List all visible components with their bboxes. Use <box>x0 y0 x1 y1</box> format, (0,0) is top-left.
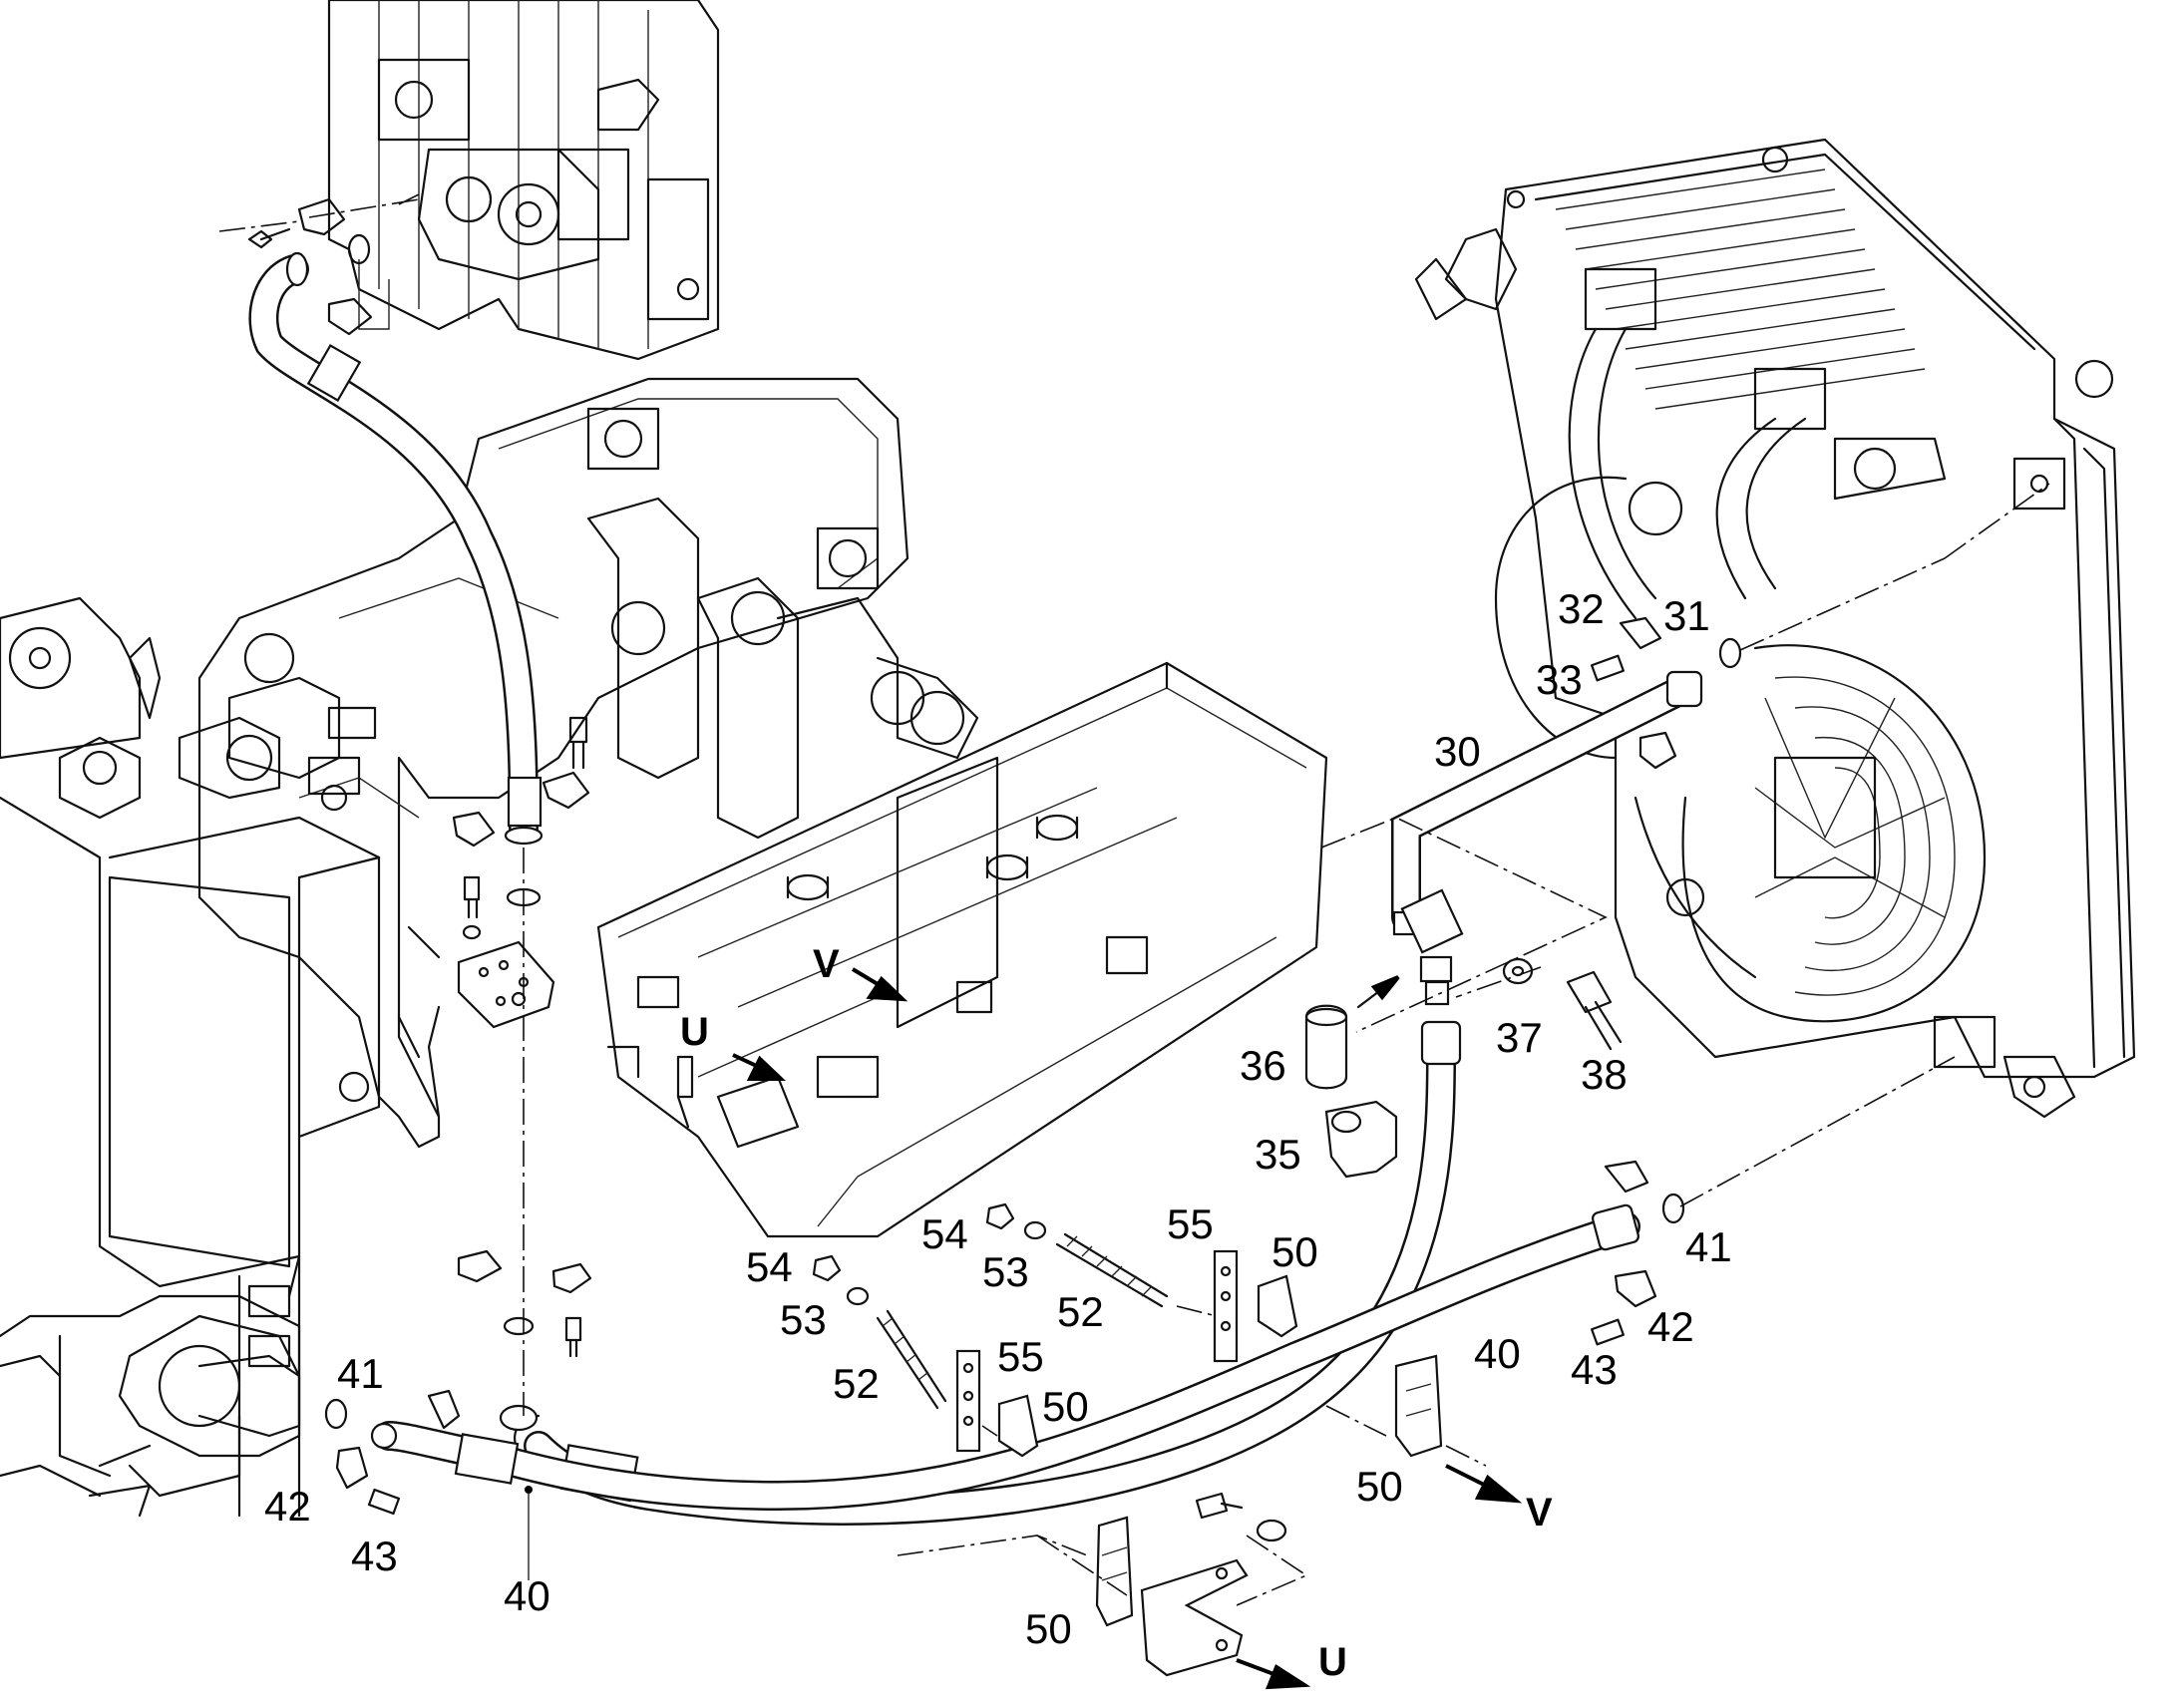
view-arrows <box>732 967 1523 1690</box>
callout-41-left: 41 <box>337 1350 384 1397</box>
callout-36: 36 <box>1240 1042 1286 1089</box>
view-label-v-bottom: V <box>1526 1491 1553 1535</box>
callout-50-b: 50 <box>1042 1383 1089 1430</box>
callout-43-left: 43 <box>351 1533 398 1579</box>
callout-50-a: 50 <box>1272 1228 1318 1275</box>
callout-31: 31 <box>1663 592 1710 639</box>
loader-frame <box>197 377 979 1149</box>
arrow-v-bottom <box>1445 1464 1487 1488</box>
callout-33: 33 <box>1536 656 1583 703</box>
callout-35: 35 <box>1255 1131 1301 1178</box>
callout-37: 37 <box>1496 1014 1543 1061</box>
callout-32: 32 <box>1558 585 1605 632</box>
hose-valve-upper <box>248 251 544 846</box>
callout-50-c: 50 <box>1356 1463 1403 1510</box>
callout-42-left: 42 <box>264 1483 311 1530</box>
callout-50-d: 50 <box>1025 1605 1072 1652</box>
callout-54-a: 54 <box>921 1210 968 1257</box>
callout-41-right: 41 <box>1685 1223 1732 1270</box>
view-label-v-frame: V <box>813 942 840 986</box>
arrow-head-hose-direction <box>1370 975 1400 1001</box>
arrow-head-u-frame <box>746 1055 786 1081</box>
hose-40 <box>370 1203 1640 1512</box>
callout-53-a: 53 <box>982 1248 1029 1295</box>
arrow-head-u-bottom <box>1265 1664 1311 1690</box>
callout-53-b: 53 <box>780 1296 827 1343</box>
operator-platform <box>596 661 1328 1238</box>
left-hydraulic-tank <box>0 596 381 1518</box>
view-label-u-frame: U <box>680 1010 709 1054</box>
callout-55-a: 55 <box>1167 1200 1214 1247</box>
callout-43-right: 43 <box>1571 1346 1618 1393</box>
hose-30 <box>1391 670 1703 1006</box>
arrow-head-v-bottom <box>1474 1474 1523 1504</box>
callout-40-center: 40 <box>1474 1330 1521 1377</box>
view-labels: V U V U <box>680 942 1553 1684</box>
callouts: 32 31 33 30 37 38 36 35 54 53 55 50 54 5… <box>264 585 1732 1652</box>
callout-38: 38 <box>1581 1051 1628 1098</box>
callout-42-right: 42 <box>1647 1303 1694 1350</box>
arrow-u-bottom <box>1236 1658 1277 1677</box>
callout-52-b: 52 <box>833 1360 880 1407</box>
fittings <box>247 197 1742 1677</box>
view-label-u-bottom: U <box>1318 1640 1347 1684</box>
center-lines <box>218 193 2050 1606</box>
control-valve-block <box>327 0 720 361</box>
callout-30: 30 <box>1434 728 1481 775</box>
callout-55-b: 55 <box>997 1333 1044 1380</box>
callout-52-a: 52 <box>1057 1288 1104 1335</box>
callout-40-left: 40 <box>504 1572 550 1619</box>
oil-cooler-radiator <box>1414 138 2136 1119</box>
arrow-head-v-frame <box>866 975 908 1002</box>
callout-54-b: 54 <box>746 1243 793 1290</box>
